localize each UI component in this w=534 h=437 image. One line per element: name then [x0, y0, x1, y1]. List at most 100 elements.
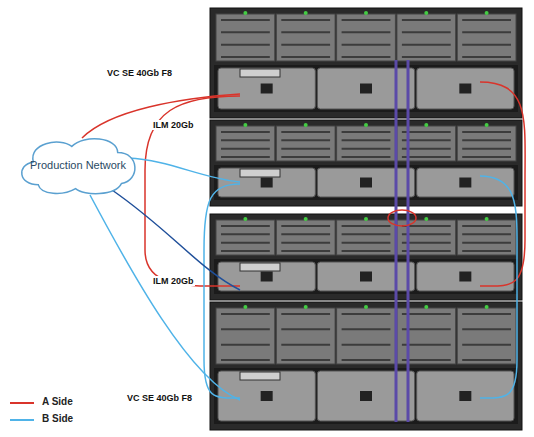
- status-led: [304, 11, 308, 15]
- fan-grille: [281, 328, 330, 330]
- fan-grille: [221, 131, 270, 133]
- fan-grille: [342, 131, 391, 133]
- fan-grille: [221, 250, 270, 252]
- status-led: [424, 305, 428, 309]
- fan-module: [397, 308, 456, 364]
- interconnect-module: [240, 69, 280, 77]
- fan-grille: [462, 156, 511, 158]
- fan-module: [457, 220, 516, 255]
- cloud-outline: [22, 139, 135, 194]
- fan-grille: [342, 328, 391, 330]
- ribbon-cable: [395, 60, 398, 422]
- enclosures: [210, 8, 522, 430]
- fan-module: [457, 126, 516, 161]
- ribbon-cable: [407, 60, 410, 422]
- fan-grille: [462, 56, 511, 58]
- power-socket: [459, 391, 471, 401]
- fan-grille: [462, 250, 511, 252]
- power-socket: [360, 272, 372, 282]
- status-led: [364, 123, 368, 127]
- enclosure: [210, 302, 522, 430]
- power-module: [218, 168, 315, 197]
- fan-grille: [281, 250, 330, 252]
- status-led: [364, 217, 368, 221]
- fan-grille: [462, 31, 511, 33]
- fan-grille: [221, 139, 270, 141]
- status-led: [424, 123, 428, 127]
- interconnect-module: [240, 372, 280, 380]
- fan-grille: [462, 233, 511, 235]
- power-socket: [261, 84, 273, 94]
- fan-grille: [462, 359, 511, 361]
- fan-grille: [402, 19, 451, 21]
- module-bay: [214, 259, 518, 294]
- module-bay: [214, 368, 518, 424]
- fan-grille: [281, 313, 330, 315]
- fan-module: [216, 126, 275, 161]
- fan-module: [337, 220, 396, 255]
- fan-grille: [281, 31, 330, 33]
- power-socket: [360, 84, 372, 94]
- fan-module: [397, 14, 456, 61]
- fan-grille: [281, 139, 330, 141]
- uplink-cable: [90, 195, 240, 400]
- module-label: VC SE 40Gb F8: [106, 68, 173, 78]
- highlight-ring: [388, 210, 416, 226]
- power-module: [417, 168, 514, 197]
- uplink-cable: [128, 158, 240, 182]
- fan-grille: [221, 56, 270, 58]
- power-module: [317, 68, 414, 109]
- legend-line: [10, 419, 34, 421]
- fan-grille: [402, 44, 451, 46]
- status-led: [304, 305, 308, 309]
- fan-grille: [342, 233, 391, 235]
- fan-grille: [221, 44, 270, 46]
- fan-grille: [221, 313, 270, 315]
- fan-grille: [342, 19, 391, 21]
- power-module: [417, 371, 514, 421]
- legend-entry: A Side: [42, 396, 73, 407]
- fan-grille: [221, 148, 270, 150]
- fan-grille: [281, 44, 330, 46]
- fan-grille: [342, 44, 391, 46]
- legend-line: [10, 402, 34, 404]
- power-socket: [459, 178, 471, 188]
- uplink-cable: [82, 94, 240, 138]
- fan-grille: [462, 148, 511, 150]
- fan-grille: [342, 56, 391, 58]
- fan-grille: [402, 56, 451, 58]
- cloud-label: Production Network: [30, 159, 126, 171]
- power-module: [417, 262, 514, 291]
- fan-grille: [281, 225, 330, 227]
- fan-grille: [462, 313, 511, 315]
- a-side-cable: [480, 82, 525, 286]
- module-label: ILM 20Gb: [152, 276, 195, 286]
- power-socket: [261, 272, 273, 282]
- fan-grille: [462, 344, 511, 346]
- status-led: [485, 123, 489, 127]
- fan-module: [276, 14, 335, 61]
- fan-module: [276, 126, 335, 161]
- fan-grille: [342, 225, 391, 227]
- fan-module: [337, 14, 396, 61]
- fan-grille: [462, 242, 511, 244]
- status-led: [424, 11, 428, 15]
- fan-grille: [342, 31, 391, 33]
- power-socket: [261, 178, 273, 188]
- fan-grille: [462, 139, 511, 141]
- fan-grille: [221, 156, 270, 158]
- module-label: ILM 20Gb: [152, 120, 195, 130]
- enclosure-body: [210, 214, 522, 300]
- power-module: [417, 68, 514, 109]
- fan-grille: [342, 139, 391, 141]
- fan-grille: [281, 19, 330, 21]
- enclosure: [210, 120, 522, 206]
- status-led: [243, 11, 247, 15]
- status-led: [304, 217, 308, 221]
- enclosure: [210, 214, 522, 300]
- fan-grille: [281, 242, 330, 244]
- fan-module: [216, 14, 275, 61]
- fan-grille: [342, 156, 391, 158]
